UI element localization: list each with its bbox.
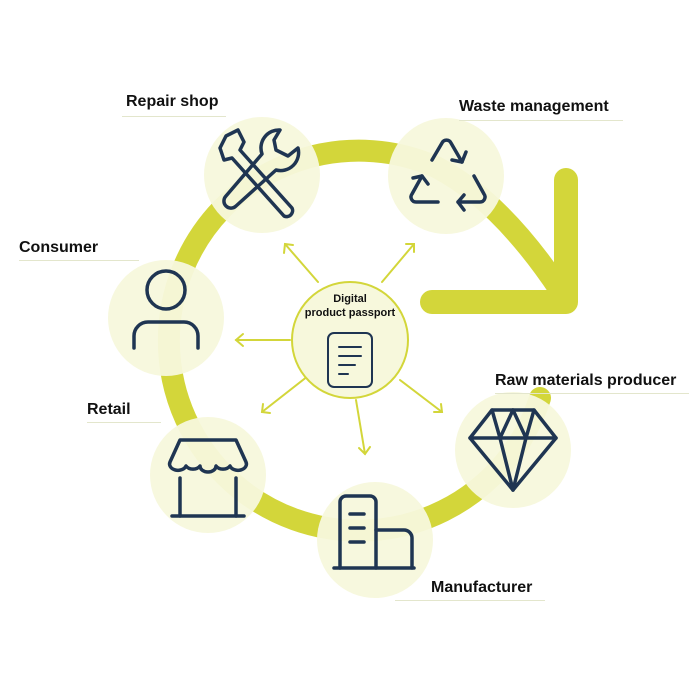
label-consumer: Consumer <box>19 239 99 256</box>
storefront-icon <box>167 438 249 518</box>
document-icon <box>327 332 373 388</box>
label-underline-repair-shop <box>122 116 226 117</box>
diamond-icon <box>468 408 558 492</box>
label-repair-shop: Repair shop <box>126 93 219 110</box>
label-underline-raw-materials <box>495 393 689 394</box>
arrow-to-repair-shop <box>283 242 319 283</box>
arrow-to-consumer <box>234 333 291 347</box>
digital-passport-title-line2: product passport <box>304 307 396 319</box>
label-underline-retail <box>87 422 161 423</box>
lifecycle-arrowhead <box>420 168 578 314</box>
node-waste-management <box>388 118 504 234</box>
label-underline-manufacturer <box>395 600 545 601</box>
label-manufacturer: Manufacturer <box>431 579 533 596</box>
recycle-icon <box>409 138 487 212</box>
digital-passport-title: Digital product passport <box>296 292 404 320</box>
arrow-to-manufacturer <box>355 399 371 456</box>
arrow-to-waste-management <box>381 243 415 283</box>
label-underline-consumer <box>19 260 139 261</box>
label-retail: Retail <box>87 401 131 418</box>
node-consumer <box>108 260 224 376</box>
radial-arrows <box>234 242 444 456</box>
arrow-to-raw-materials <box>399 379 444 413</box>
tools-icon <box>218 128 301 219</box>
label-underline-waste-management <box>459 120 623 121</box>
arrow-to-retail <box>260 375 309 414</box>
person-icon <box>132 269 200 350</box>
digital-passport-title-line1: Digital <box>333 293 367 305</box>
label-raw-materials-producer: Raw materials producer <box>495 372 677 389</box>
digital-passport-circle <box>291 281 409 399</box>
label-waste-management: Waste management <box>459 98 609 115</box>
factory-icon <box>332 494 416 570</box>
